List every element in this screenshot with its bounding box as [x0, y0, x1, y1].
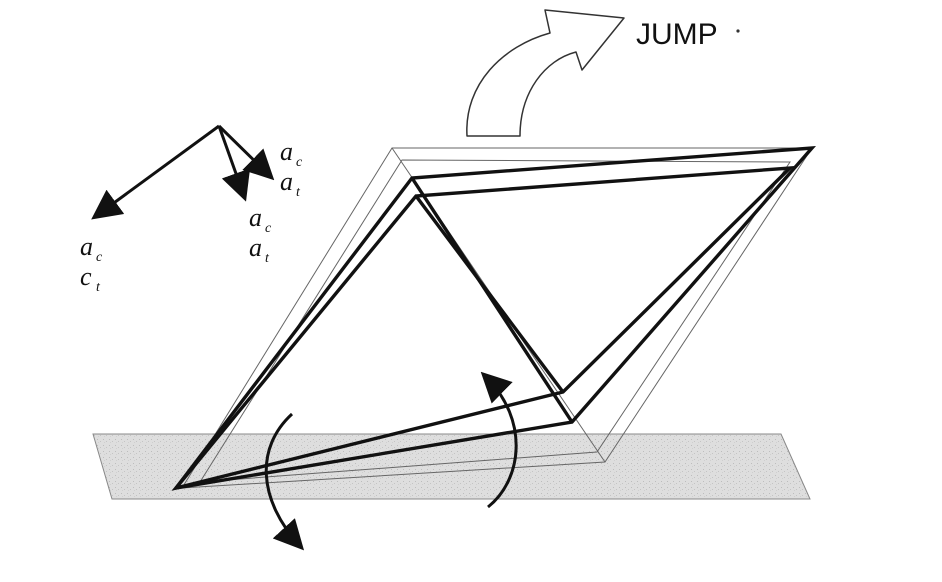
- vector-down-icon: [217, 125, 251, 202]
- svg-text:c: c: [80, 262, 92, 291]
- jump-label: JUMP: [636, 18, 718, 51]
- svg-text:a: a: [249, 233, 262, 262]
- rotation-arrow-right-icon: [480, 371, 518, 509]
- vector-label-mid-2: a t: [249, 233, 270, 266]
- vector-label-right-2: a t: [280, 167, 301, 200]
- jump-dot: [736, 29, 740, 33]
- svg-text:a: a: [80, 232, 93, 261]
- svg-text:c: c: [296, 155, 303, 170]
- svg-text:a: a: [249, 203, 262, 232]
- rotation-arrow-left-icon: [264, 412, 305, 551]
- svg-text:t: t: [296, 185, 301, 200]
- vector-label-left-2: c t: [80, 262, 101, 295]
- vector-label-mid-1: a c: [249, 203, 272, 236]
- vector-label-right-1: a c: [280, 137, 303, 170]
- force-vectors: [91, 124, 275, 220]
- deformed-frame: [171, 145, 817, 491]
- svg-text:c: c: [96, 250, 103, 265]
- vector-label-left-1: a c: [80, 232, 103, 265]
- jump-arrow-icon: [466, 9, 625, 137]
- svg-text:t: t: [96, 280, 101, 295]
- vector-right-icon: [217, 124, 275, 181]
- svg-text:t: t: [265, 251, 270, 266]
- vector-left-icon: [91, 124, 220, 220]
- svg-text:c: c: [265, 221, 272, 236]
- svg-text:a: a: [280, 167, 293, 196]
- svg-text:a: a: [280, 137, 293, 166]
